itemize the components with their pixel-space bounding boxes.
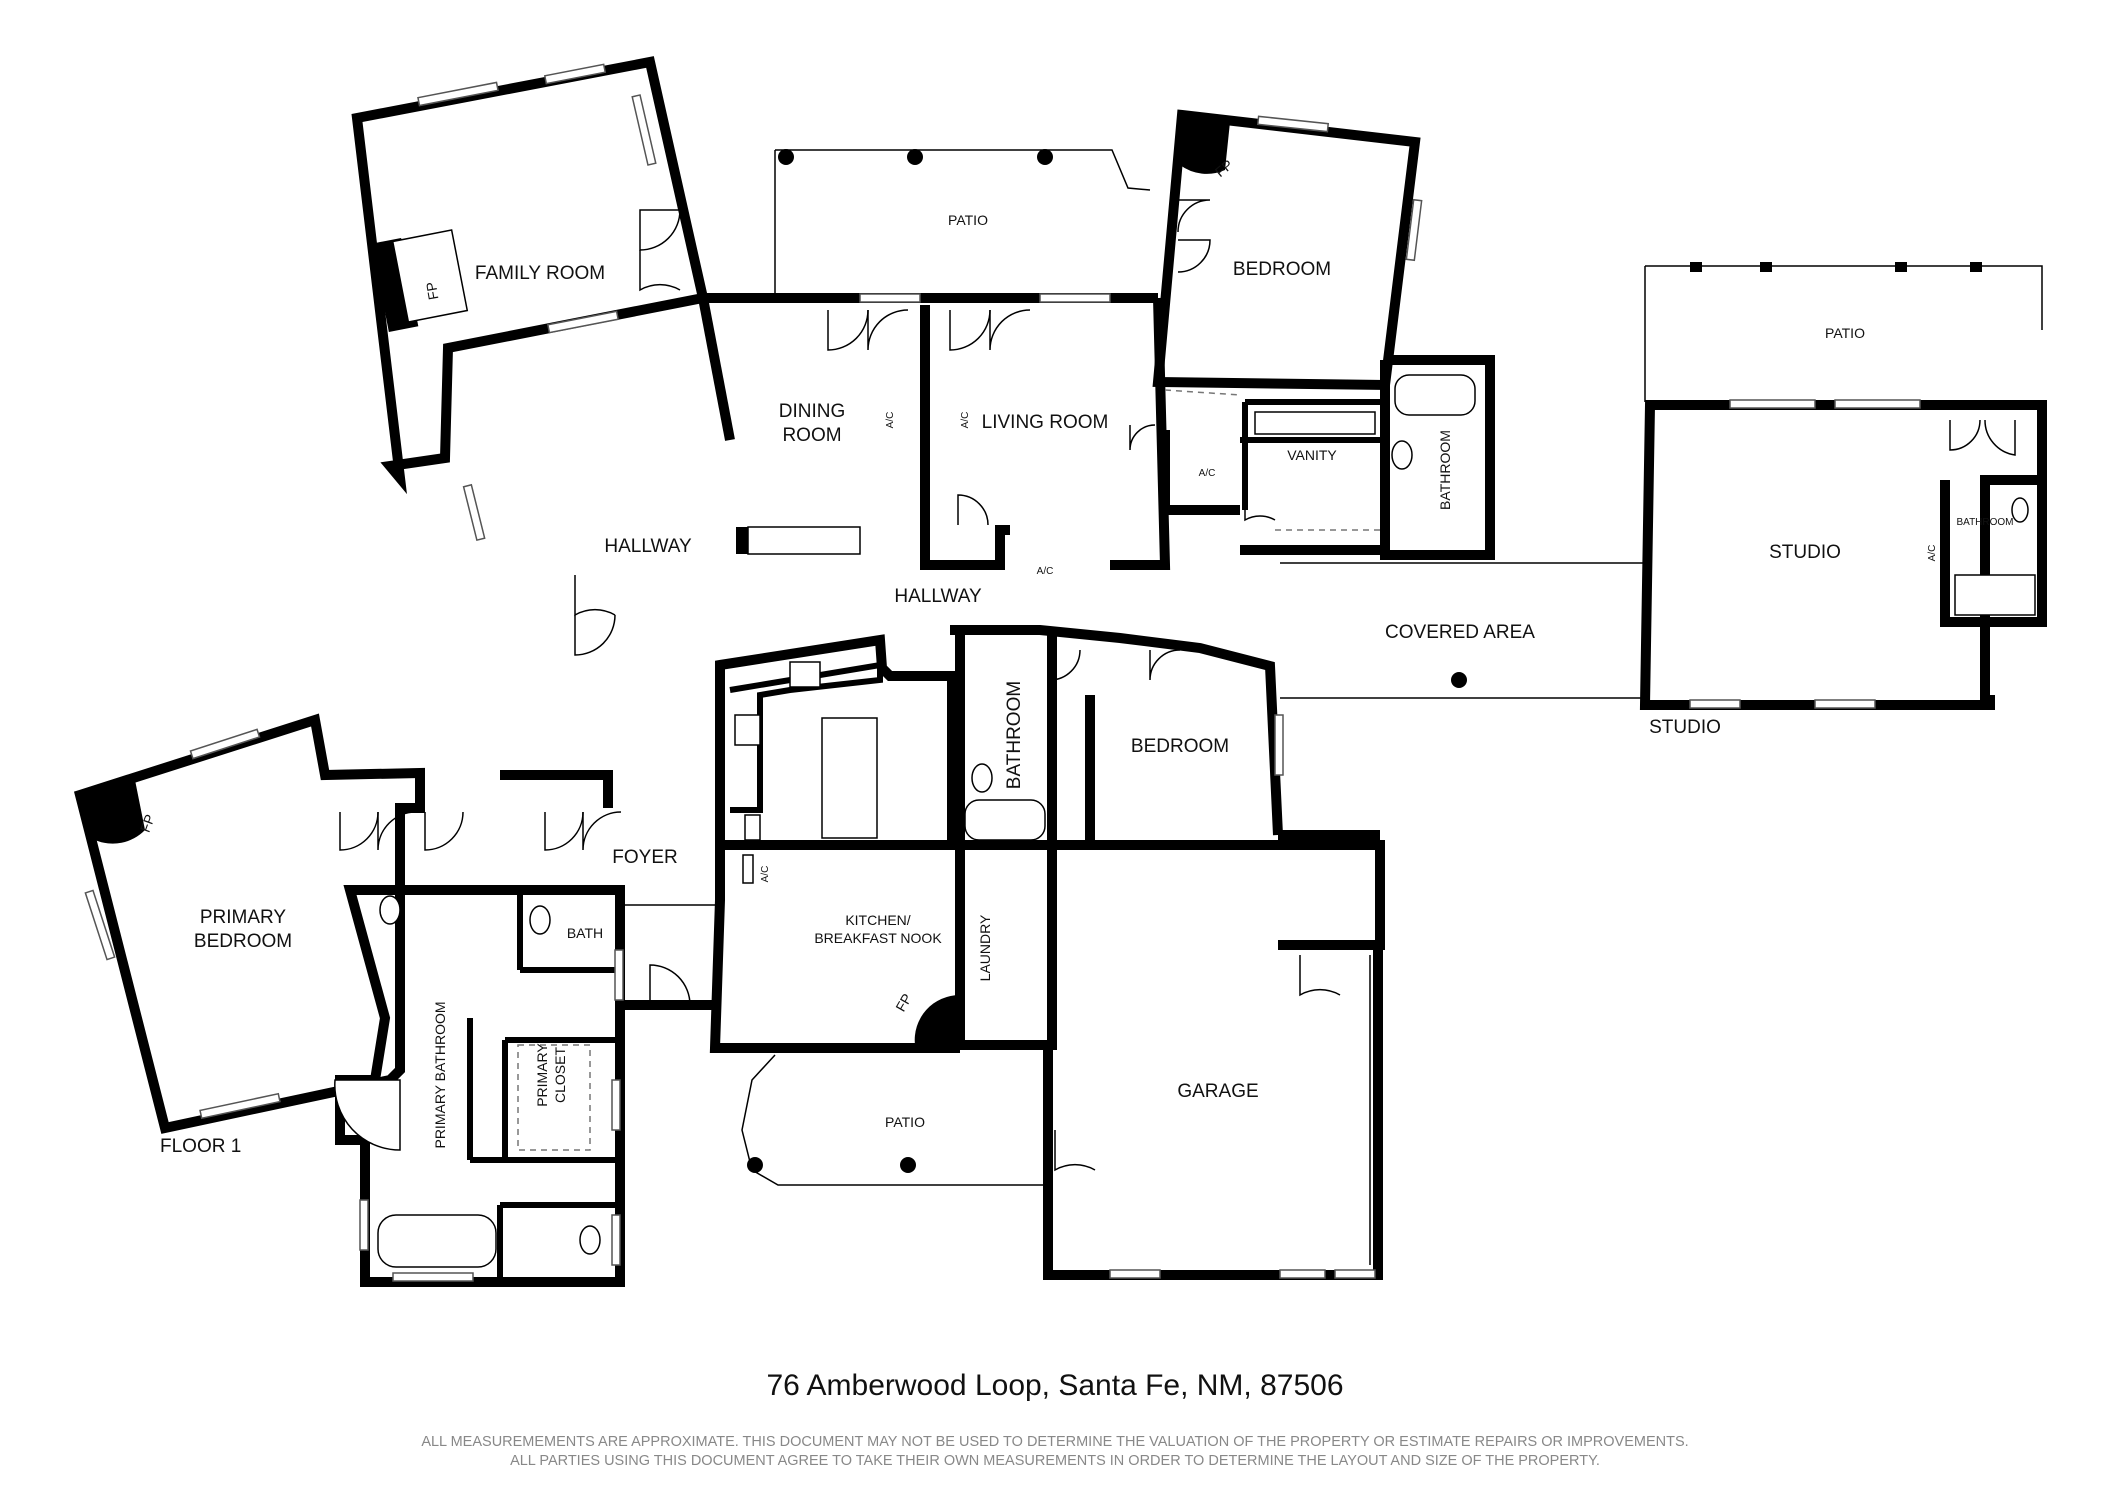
bathtub-east	[1394, 374, 1476, 416]
primary-bedroom-label-line1: PRIMARY	[200, 907, 287, 928]
vanity-label: VANITY	[1287, 447, 1337, 463]
ac-tag-dining: A/C	[885, 412, 896, 429]
ac-tag-living: A/C	[960, 412, 971, 429]
ac-tag-studio: A/C	[1927, 545, 1938, 562]
bedroom-ne-label: BEDROOM	[1233, 259, 1331, 280]
family-room-label: FAMILY ROOM	[475, 263, 605, 284]
patio-studio-label: PATIO	[1825, 325, 1865, 341]
studio-bathroom-label: BATHROOM	[1956, 517, 2013, 528]
primary-bathroom-label: PRIMARY BATHROOM	[432, 1001, 448, 1148]
bathroom-center-label: BATHROOM	[1004, 681, 1025, 789]
hallway-center-label: HALLWAY	[894, 586, 982, 607]
studio-label: STUDIO	[1769, 542, 1841, 563]
studio-shower	[1954, 574, 2036, 616]
studio-caption-label: STUDIO	[1649, 717, 1721, 738]
bathtub-primary	[377, 1214, 497, 1268]
doors	[339, 199, 2016, 1172]
kitchen-label-line2: BREAKFAST NOOK	[814, 930, 942, 946]
bedroom-center-label: BEDROOM	[1131, 736, 1229, 757]
foyer-label: FOYER	[612, 847, 677, 868]
floor-label: FLOOR 1	[160, 1136, 241, 1157]
ac-tag-hall: A/C	[1037, 566, 1054, 577]
dining-room-label-line2: ROOM	[782, 425, 841, 446]
dining-room-label-line1: DINING	[779, 401, 846, 422]
exterior-walls	[73, 56, 2047, 1287]
fireplace-tag-primary: FP	[137, 812, 158, 834]
address-title: 76 Amberwood Loop, Santa Fe, NM, 87506	[766, 1369, 1343, 1402]
living-room-label: LIVING ROOM	[982, 412, 1109, 433]
patio-south-label: PATIO	[885, 1114, 925, 1130]
bathtub-center	[964, 799, 1046, 841]
patio-north-label: PATIO	[948, 212, 988, 228]
primary-bedroom-label-line2: BEDROOM	[194, 931, 292, 952]
disclaimer-line-2: ALL PARTIES USING THIS DOCUMENT AGREE TO…	[510, 1453, 1600, 1469]
laundry-label: LAUNDRY	[977, 914, 993, 981]
windows	[84, 63, 1921, 1282]
covered-area-label: COVERED AREA	[1385, 622, 1535, 643]
dining-bar	[747, 526, 861, 555]
fixtures	[83, 118, 2036, 1268]
vanity-counter	[1254, 411, 1376, 435]
garage-label: GARAGE	[1177, 1081, 1258, 1102]
room-labels: FAMILY ROOM PATIO BEDROOM DINING ROOM LI…	[194, 212, 2014, 1149]
fireplace-tag-kitchen: FP	[892, 991, 915, 1014]
overhead-lines	[517, 389, 1385, 1151]
disclaimer-line-1: ALL MEASUREMEMENTS ARE APPROXIMATE. THIS…	[421, 1434, 1688, 1450]
ac-tag-kitchen: A/C	[760, 866, 771, 883]
bathroom-east-label: BATHROOM	[1437, 430, 1453, 510]
fixture-tags: FP FP FP FP A/C A/C A/C A/C A/C A/C	[137, 156, 1938, 1014]
primary-closet-label-line2: CLOSET	[552, 1047, 568, 1103]
posts	[747, 149, 1982, 1173]
ac-tag-vanity: A/C	[1199, 468, 1216, 479]
primary-shower	[334, 1079, 401, 1151]
primary-closet-label-line1: PRIMARY	[534, 1043, 550, 1107]
bath-label: BATH	[567, 925, 603, 941]
kitchen-label-line1: KITCHEN/	[845, 912, 910, 928]
fireplace-tag-family: FP	[423, 281, 442, 301]
kitchen-island	[821, 717, 878, 839]
hallway-west-label: HALLWAY	[604, 536, 692, 557]
